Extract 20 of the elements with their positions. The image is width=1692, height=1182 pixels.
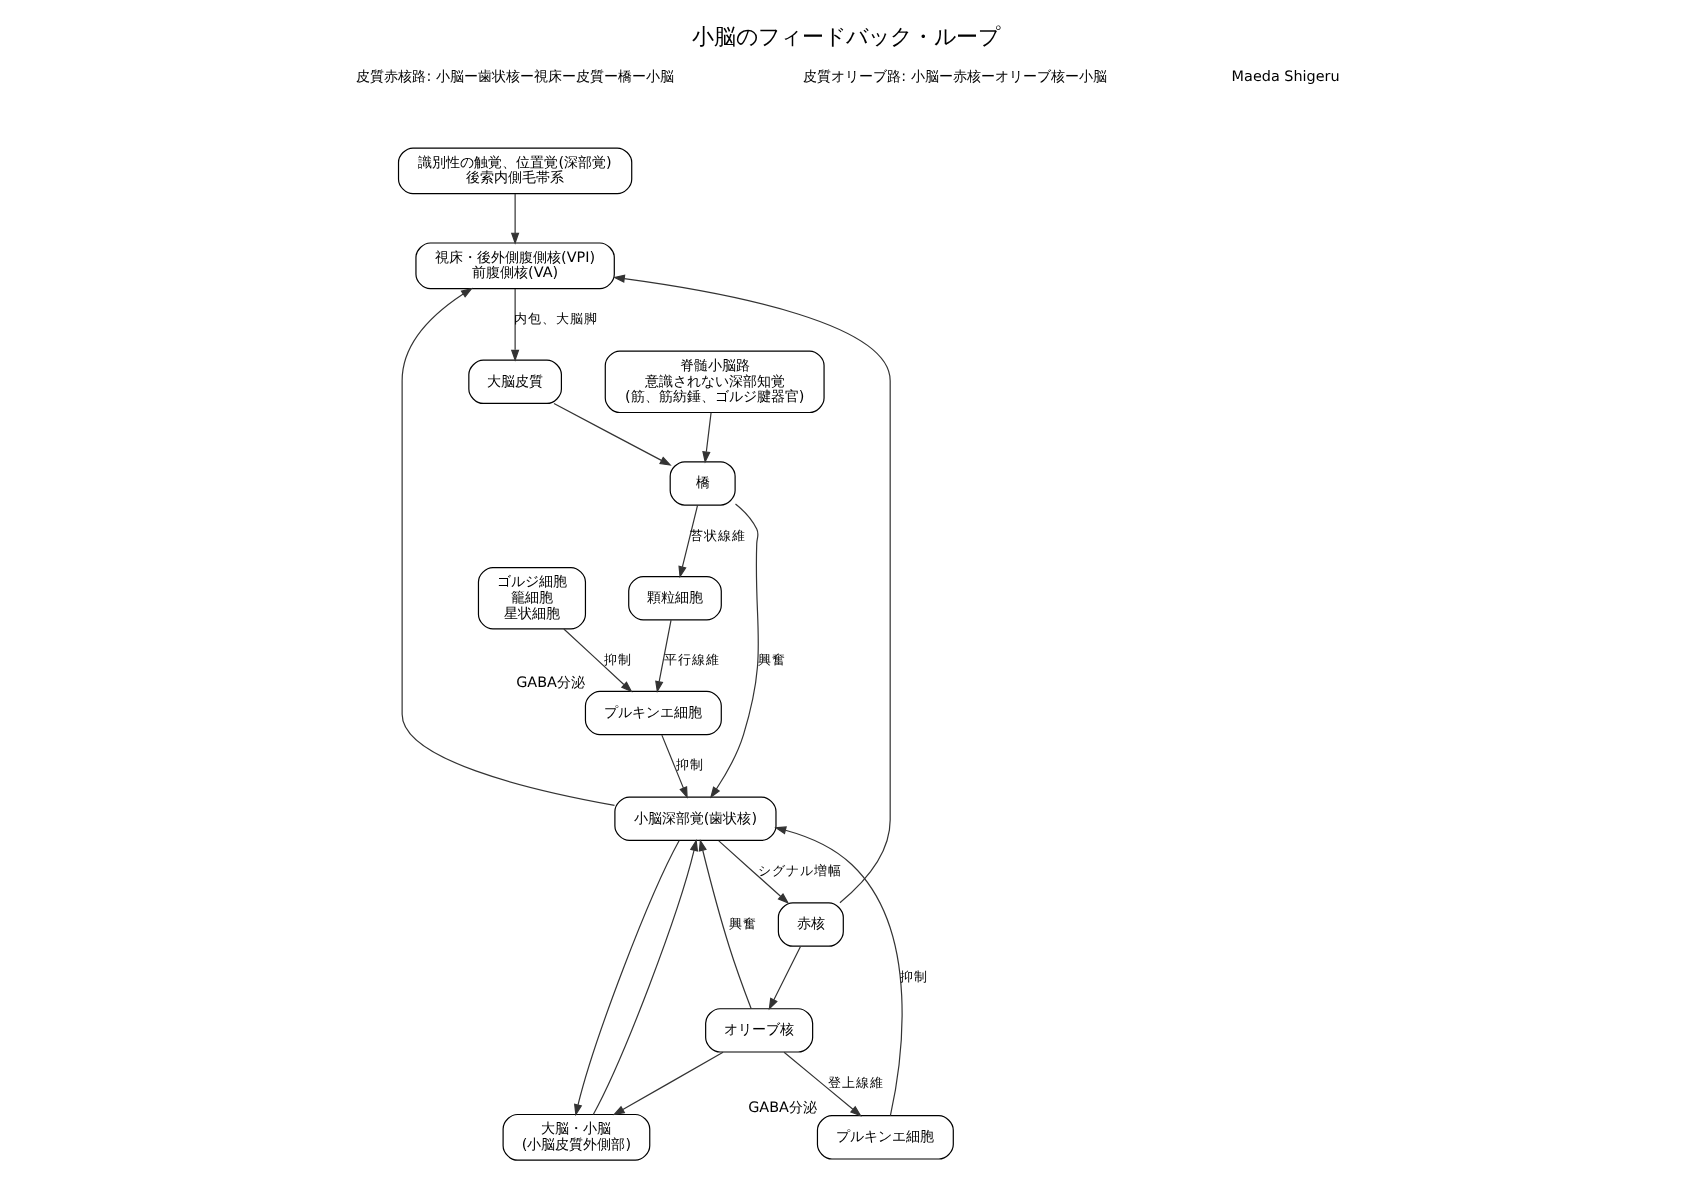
- arrow: [702, 412, 712, 464]
- arrow: [718, 840, 790, 905]
- diagram-title: 小脳のフィードバック・ループ: [692, 23, 1000, 50]
- arrow: [510, 193, 520, 245]
- arrow: [661, 734, 688, 799]
- arrow: [563, 628, 633, 693]
- arrow: [612, 1051, 724, 1116]
- arrow: [783, 1051, 862, 1117]
- arrow: [678, 504, 699, 579]
- arrow: [768, 946, 801, 1011]
- arrow: [574, 840, 680, 1117]
- arrow: [655, 619, 672, 694]
- arrow: [612, 274, 891, 904]
- arrow: [553, 402, 672, 466]
- arrow: [774, 826, 903, 1117]
- arrow: [510, 288, 520, 362]
- arrow: [709, 503, 759, 799]
- arrow: [401, 287, 616, 806]
- arrow: [592, 838, 699, 1116]
- arrow: [698, 838, 752, 1010]
